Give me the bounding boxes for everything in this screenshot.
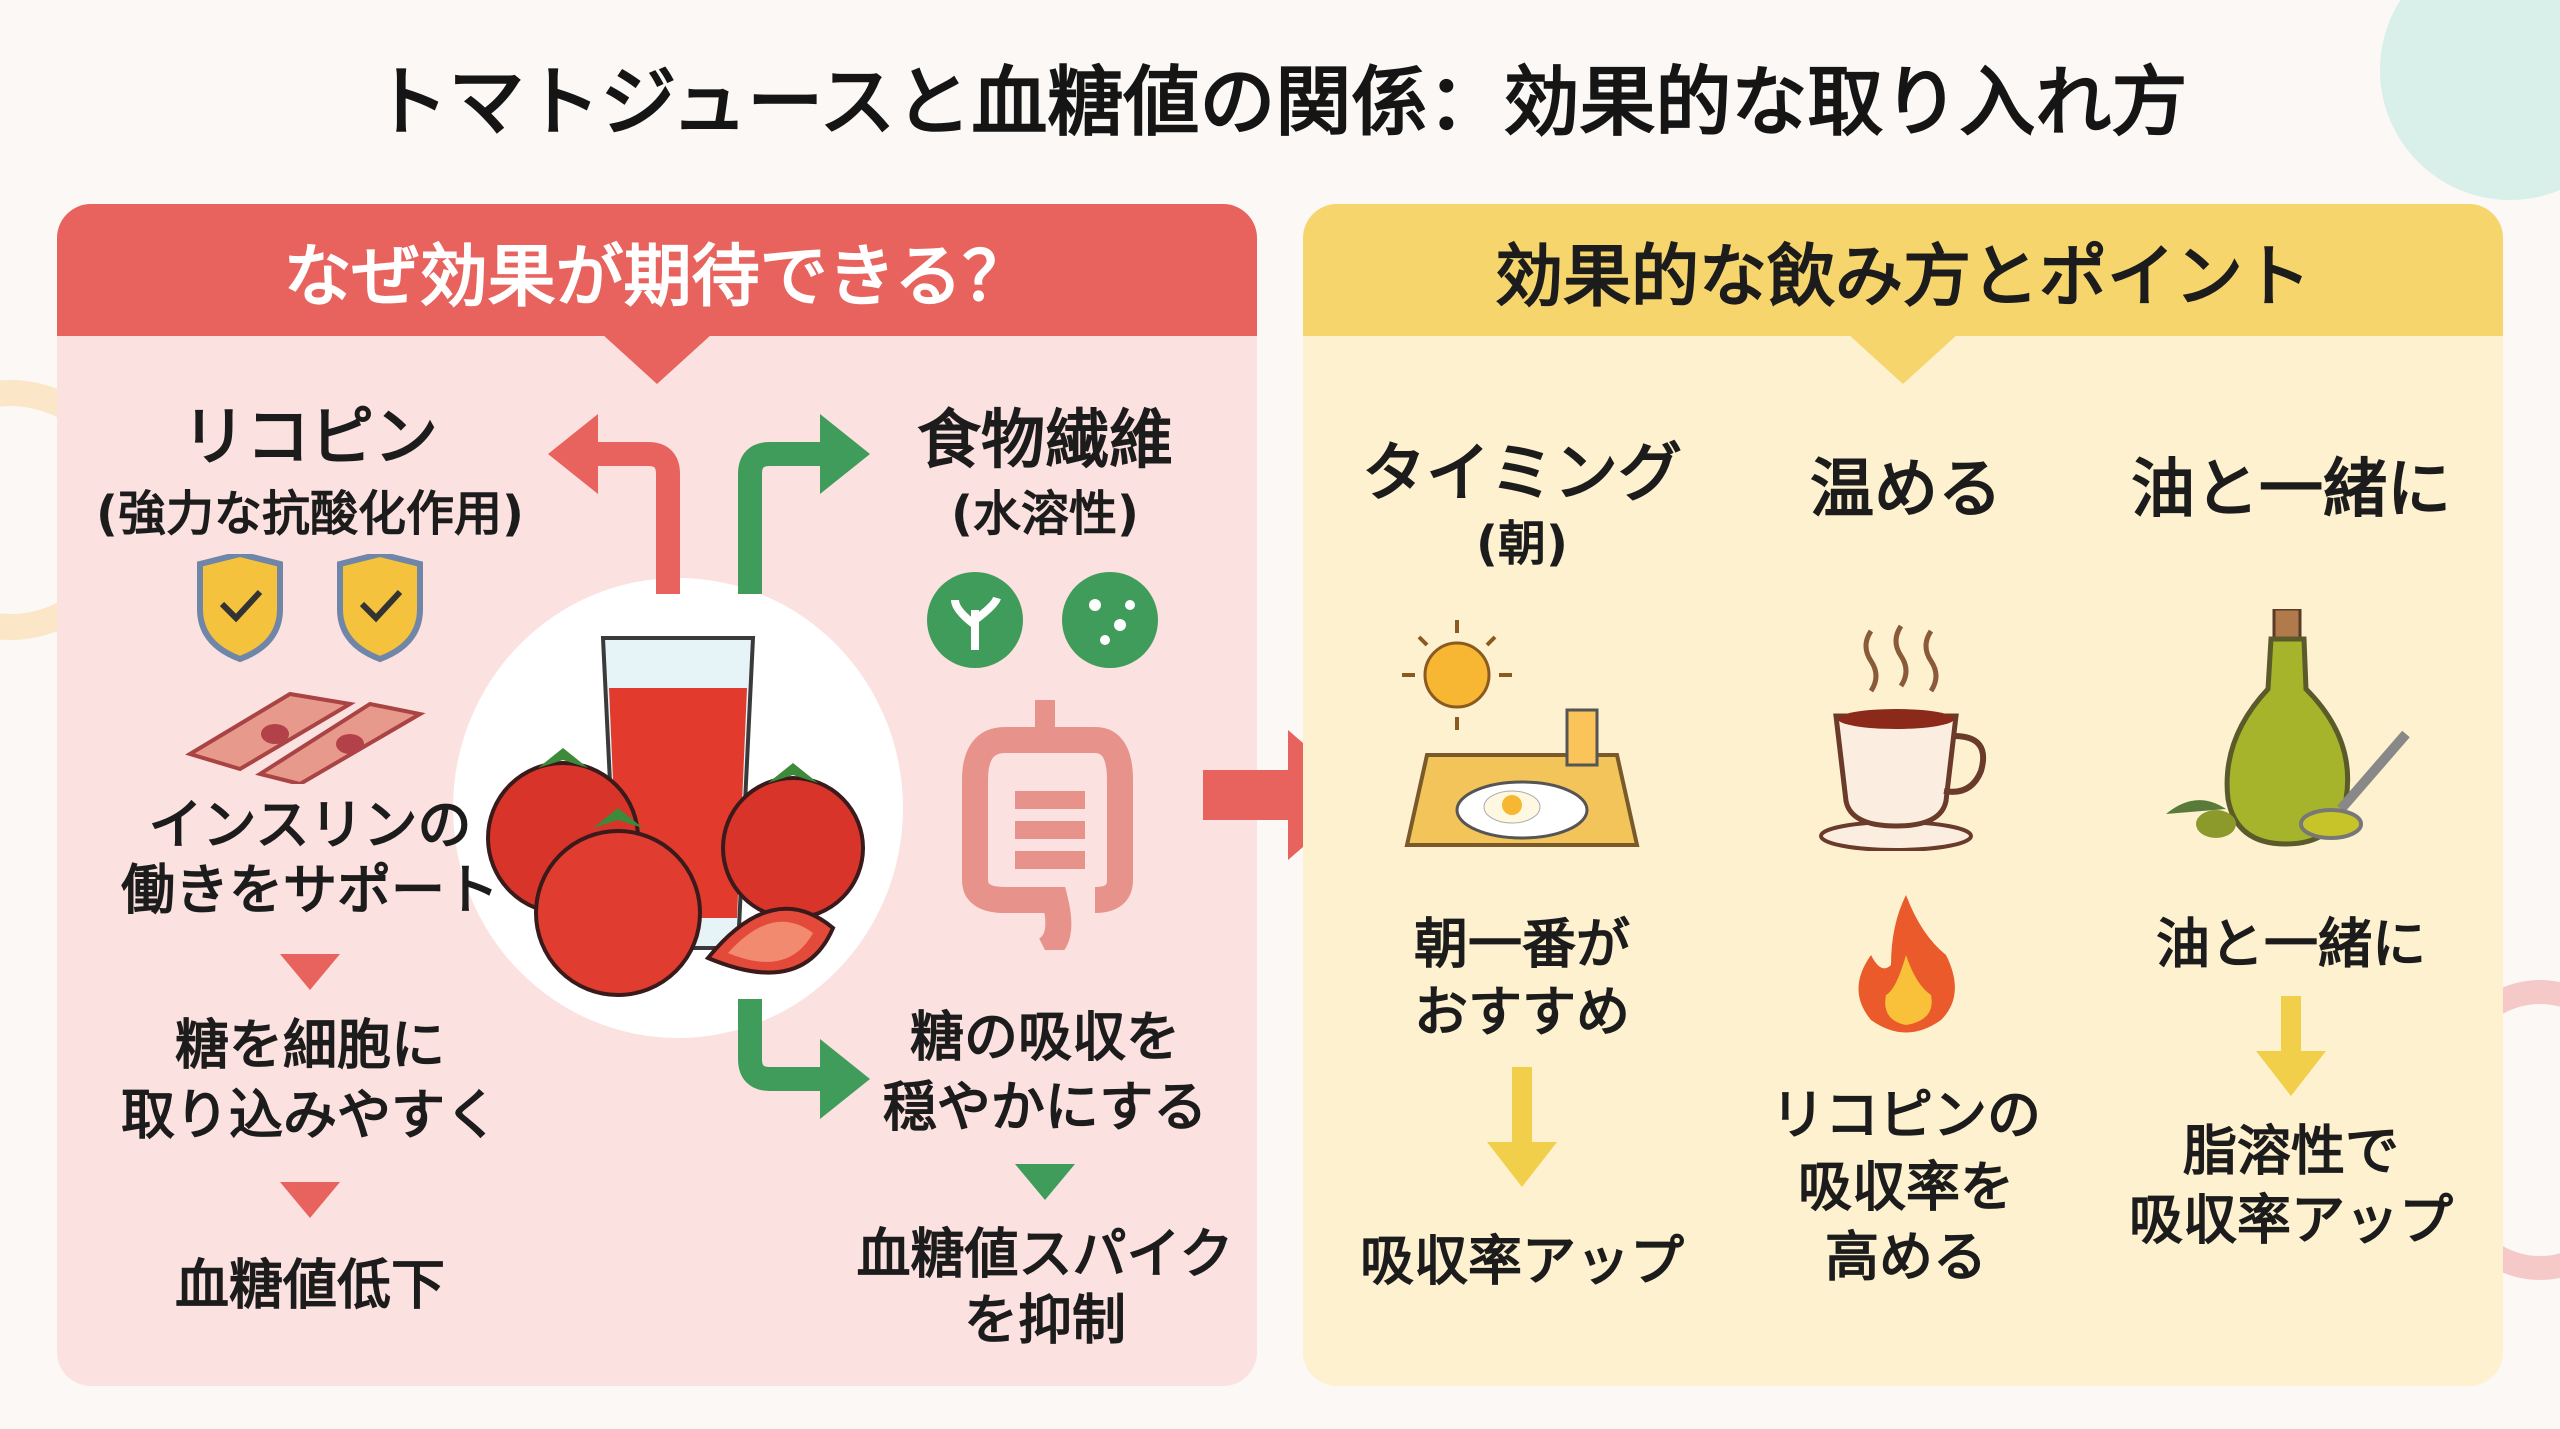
timing-heading: タイミング: [1362, 437, 1682, 511]
why-effective-header: なぜ効果が期待できる？: [57, 204, 1257, 336]
with-oil-text: 油と一緒に: [2156, 912, 2426, 976]
arrow-down-icon: [1487, 1067, 1557, 1187]
shield-and-cells-icon: [185, 554, 426, 784]
warm-result: リコピンの: [1771, 1083, 2041, 1147]
arrow-down-icon: [280, 954, 340, 990]
with-oil-result: 脂溶性で: [2183, 1119, 2399, 1183]
green-arrow-down-right-icon: [738, 999, 870, 1119]
background-decoration: [2380, 0, 2560, 200]
timing-result: 吸収率アップ: [1360, 1229, 1684, 1293]
lycopene-result: 血糖値低下: [175, 1253, 445, 1317]
timing-subheading: (朝): [1476, 516, 1568, 572]
page-title: トマトジュースと血糖値の関係：効果的な取り入れ方: [372, 57, 2188, 147]
fiber-result: を抑制: [964, 1288, 1126, 1352]
plant-and-fiber-icon: [927, 572, 1158, 668]
how-to-drink-panel: 効果的な飲み方とポイント タイミング (朝) 朝一番が おすすめ 吸収率アップ …: [1303, 204, 2503, 1386]
header-notch: [602, 334, 712, 384]
fire-icon: [1858, 895, 1955, 1033]
red-arrow-up-left-icon: [548, 414, 680, 594]
how-to-drink-header: 効果的な飲み方とポイント: [1303, 204, 2503, 336]
green-arrow-up-right-icon: [738, 414, 870, 594]
tomato-juice-illustration: [453, 578, 903, 1038]
lycopene-subheading: (強力な抗酸化作用): [96, 486, 524, 542]
lycopene-step-text: インスリンの: [148, 793, 472, 857]
with-oil-result: 吸収率アップ: [2129, 1188, 2453, 1252]
intestine-icon: [962, 700, 1133, 950]
fiber-result: 血糖値スパイク: [856, 1222, 1234, 1286]
fiber-step-text: 穏やかにする: [882, 1075, 1208, 1139]
lycopene-step-text: 糖を細胞に: [175, 1013, 445, 1077]
lycopene-step-text: 取り込みやすく: [121, 1083, 499, 1147]
lycopene-heading: リコピン: [182, 401, 438, 475]
fiber-step-text: 糖の吸収を: [910, 1005, 1180, 1069]
arrow-down-icon: [2256, 996, 2326, 1096]
olive-oil-icon: [2166, 609, 2410, 847]
fiber-heading: 食物繊維: [917, 404, 1173, 478]
timing-text: おすすめ: [1414, 980, 1630, 1044]
header-notch: [1848, 334, 1958, 384]
arrow-down-icon: [1015, 1164, 1075, 1200]
arrow-down-icon: [280, 1182, 340, 1218]
lycopene-step-text: 働きをサポート: [121, 858, 499, 922]
sun-breakfast-icon: [1402, 620, 1640, 847]
fiber-subheading: (水溶性): [951, 486, 1139, 542]
why-effective-panel: なぜ効果が期待できる？ リコピン (強力な抗酸化作用): [57, 204, 1257, 1386]
warm-result: 吸収率を: [1798, 1155, 2014, 1219]
with-oil-heading: 油と一緒に: [2131, 453, 2451, 527]
timing-text: 朝一番が: [1414, 912, 1630, 976]
warm-result: 高める: [1825, 1225, 1987, 1289]
hot-cup-icon: [1819, 624, 1987, 851]
warm-heading: 温める: [1810, 453, 2002, 527]
